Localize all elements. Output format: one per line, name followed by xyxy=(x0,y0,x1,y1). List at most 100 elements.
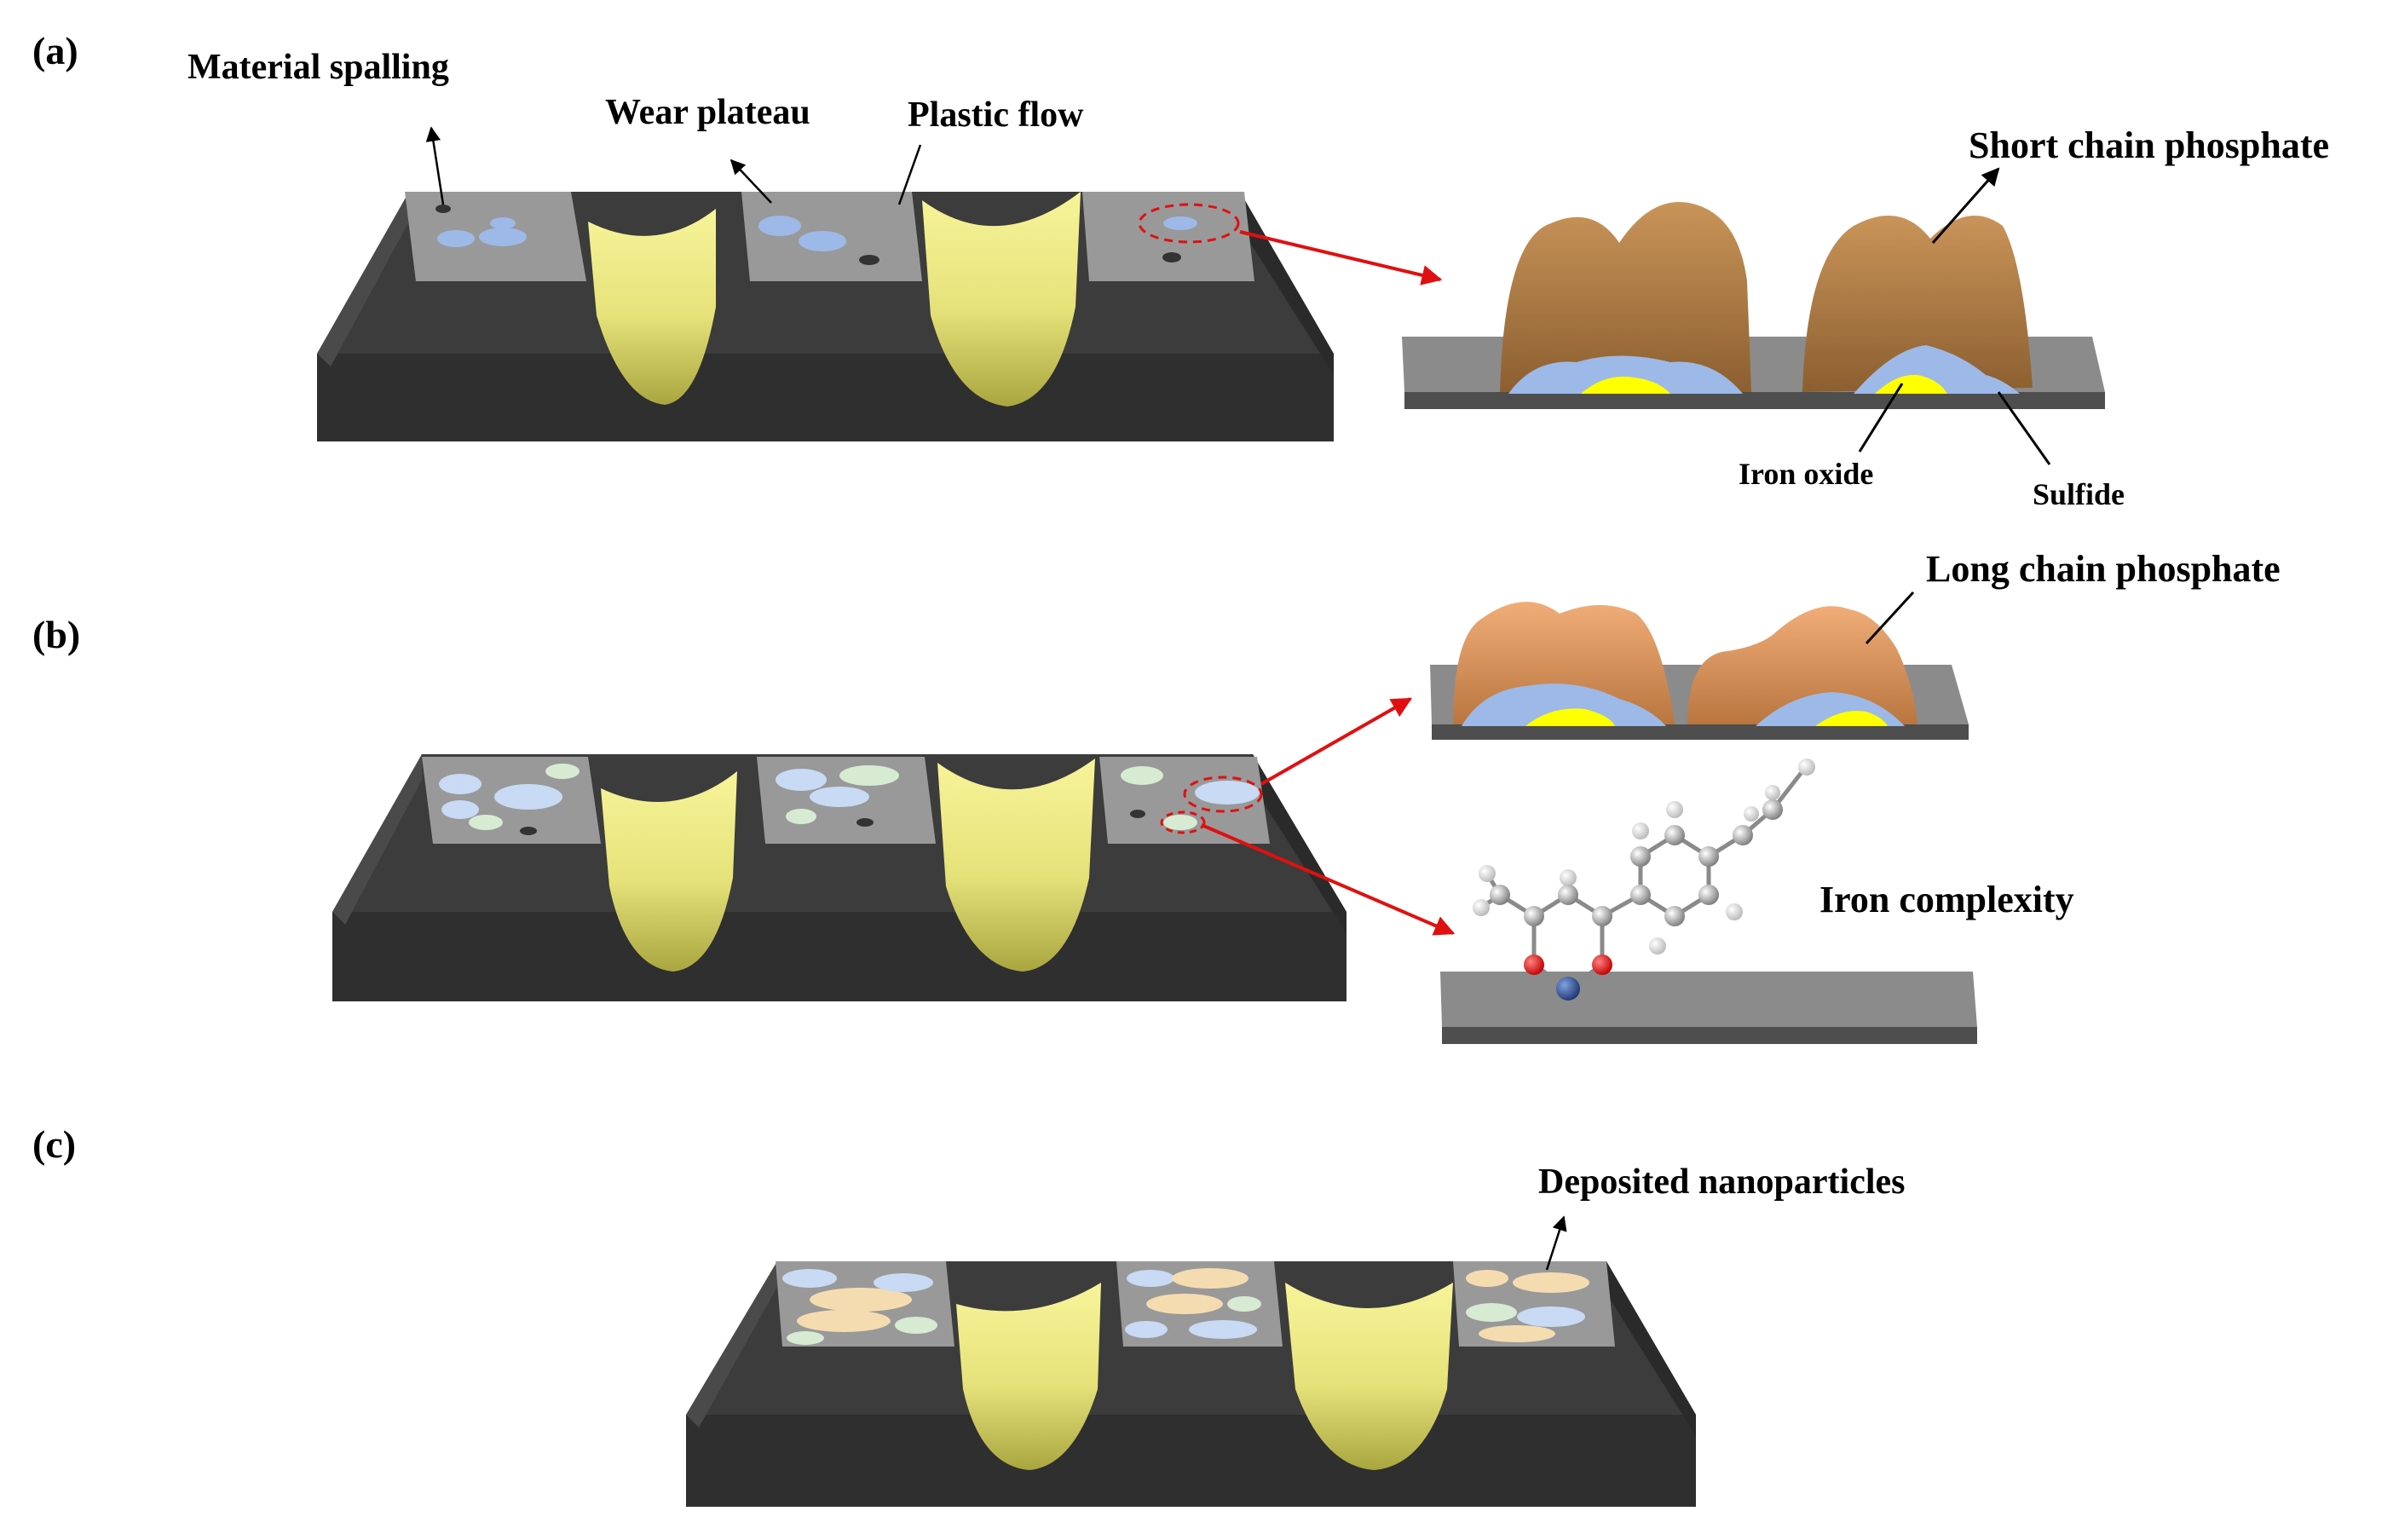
wear-groove-1 xyxy=(588,209,716,405)
sulfide-layer-1 xyxy=(1508,355,1743,394)
panel-b: (b) xyxy=(32,548,2281,1044)
panel-b-plateaus xyxy=(422,757,1270,844)
deposit-patch xyxy=(469,815,503,830)
substrate-right-bevel xyxy=(1600,1261,1696,1436)
long-chain-pointer xyxy=(1865,591,1915,645)
atom-hydrogens xyxy=(1473,758,1815,955)
sulfide-patch xyxy=(799,231,846,251)
iron-oxide-core-2 xyxy=(1875,374,1947,394)
panel-c-plateaus xyxy=(776,1261,1615,1347)
deposit-patch xyxy=(786,809,816,824)
long-phosphate-hill-2 xyxy=(1687,606,1917,724)
panel-a-plateaus xyxy=(405,192,1254,281)
wear-plateau-3 xyxy=(1082,192,1254,281)
oxygen-atom xyxy=(1592,955,1612,975)
iron-oxide-pointer xyxy=(1858,383,1904,453)
plastic-flow-label: Plastic flow xyxy=(908,95,1084,135)
material-spalling-pointer xyxy=(425,126,445,205)
deposit-patch xyxy=(1121,766,1163,785)
spalling-pit xyxy=(1162,252,1181,262)
nanoparticle-deposit xyxy=(1517,1306,1585,1327)
nanoparticle-deposit xyxy=(1172,1268,1249,1289)
wear-plateau-label: Wear plateau xyxy=(605,93,810,132)
deposit-patch xyxy=(1163,815,1197,830)
substrate-front-face xyxy=(686,1415,1696,1507)
nanoparticle-deposit xyxy=(1479,1325,1555,1342)
wear-groove-1 xyxy=(601,771,737,972)
iron-complex-illustration xyxy=(1440,758,1977,1044)
long-chain-phosphate-label: Long chain phosphate xyxy=(1926,548,2281,590)
nanoparticle-deposit xyxy=(1127,1270,1174,1287)
iron-complexity-label: Iron complexity xyxy=(1819,879,2074,920)
panel-b-label: (b) xyxy=(32,613,80,656)
spalling-pit xyxy=(520,827,537,835)
nanoparticle-deposit xyxy=(1513,1272,1589,1293)
steel-plate-edge xyxy=(1432,724,1969,740)
material-spalling-label: Material spalling xyxy=(187,48,449,87)
panel-a: (a) xyxy=(32,29,2329,511)
deposit-patch xyxy=(839,765,899,786)
sulfide-pointer xyxy=(1997,391,2051,465)
highlight-circle-1 xyxy=(1183,776,1263,813)
deposit-patch xyxy=(494,784,562,810)
spalling-pit xyxy=(435,205,451,213)
steel-plate-edge xyxy=(1404,392,2105,409)
nanoparticle-deposit xyxy=(1125,1321,1168,1338)
nanoparticle-deposit xyxy=(1146,1294,1223,1314)
nanoparticle-deposit xyxy=(787,1331,824,1345)
deposit-patch xyxy=(545,764,580,779)
steel-plate-edge xyxy=(1442,1027,1977,1044)
sulfide-layer-1 xyxy=(1462,683,1666,726)
nanoparticle-deposit xyxy=(895,1317,937,1334)
highlight-circle xyxy=(1138,203,1240,244)
panel-b-grooves xyxy=(601,758,1095,972)
wear-groove-2 xyxy=(937,758,1095,972)
nanoparticle-deposit xyxy=(1227,1296,1261,1312)
deposit-patch xyxy=(776,769,827,791)
spalling-pit xyxy=(856,818,874,827)
sulfide-patch xyxy=(758,216,801,236)
zoom-arrow-1 xyxy=(1260,697,1413,786)
nanoparticle-deposit xyxy=(810,1288,912,1312)
deposited-nanoparticles-label: Deposited nanoparticles xyxy=(1538,1162,1906,1202)
nanoparticle-deposit xyxy=(797,1310,891,1332)
short-chain-tribofilm xyxy=(1402,202,2105,409)
sulfide-patch xyxy=(479,228,527,246)
panel-a-label: (a) xyxy=(32,29,78,72)
long-chain-tribofilm xyxy=(1430,602,1969,740)
sulfide-patch xyxy=(437,230,475,247)
sulfide-patch xyxy=(490,217,516,229)
substrate-front-face xyxy=(332,912,1347,1001)
zoom-arrow-2 xyxy=(1201,823,1456,936)
substrate-left-bevel xyxy=(686,1261,777,1428)
iron-oxide-core-1 xyxy=(1525,708,1615,726)
sulfide-label: Sulfide xyxy=(2033,477,2125,511)
panel-a-grooves xyxy=(588,192,1081,407)
oxygen-atom xyxy=(1524,955,1544,975)
iron-oxide-label: Iron oxide xyxy=(1739,457,1873,491)
iron-oxide-core-2 xyxy=(1815,711,1888,726)
phosphate-hill-1 xyxy=(1500,202,1751,392)
nanoparticle-deposit xyxy=(1466,1303,1517,1322)
nanoparticle-deposit xyxy=(874,1273,933,1292)
wear-groove-2 xyxy=(1285,1283,1453,1470)
substrate-left-bevel xyxy=(332,754,422,925)
substrate-right-bevel xyxy=(1246,754,1347,933)
wear-groove-2 xyxy=(922,192,1081,407)
steel-plate-top xyxy=(1440,972,1977,1027)
wear-plateau-pointer xyxy=(730,159,772,204)
panel-c: (c) xyxy=(32,1122,1906,1507)
iron-atom xyxy=(1556,977,1580,1001)
wear-groove-1 xyxy=(956,1283,1101,1470)
nanoparticle-deposit xyxy=(1466,1270,1508,1287)
short-chain-phosphate-label: Short chain phosphate xyxy=(1969,124,2329,166)
iron-oxide-core-1 xyxy=(1581,376,1670,394)
nanoparticle-deposit xyxy=(1189,1320,1257,1339)
zoom-arrow xyxy=(1239,230,1443,286)
deposit-patch xyxy=(1195,781,1260,805)
nanoparticle-deposit xyxy=(782,1269,837,1288)
phosphate-hill-2 xyxy=(1802,216,2033,392)
panel-c-label: (c) xyxy=(32,1122,76,1166)
spalling-pit xyxy=(859,255,879,265)
